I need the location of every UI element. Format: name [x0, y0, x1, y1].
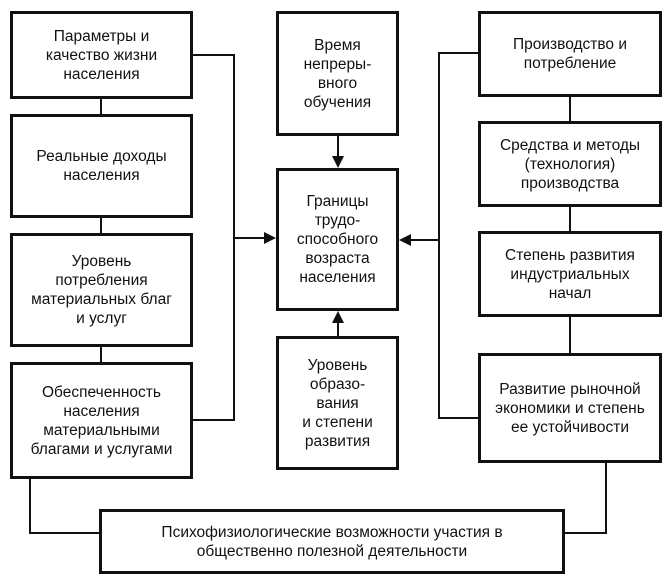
box-industrial-development-label: Степень развития индустриальных начал: [505, 246, 635, 302]
box-market-economy: Развитие рыночной экономики и степень ее…: [478, 353, 662, 463]
box-consumption-level-label: Уровень потребления материальных благ и …: [31, 253, 172, 327]
bottom-right-connector: [565, 463, 607, 534]
left-bracket: [193, 54, 235, 421]
box-goods-provision-label: Обеспеченность населения материальными б…: [30, 383, 173, 458]
box-consumption-level: Уровень потребления материальных благ и …: [10, 233, 193, 347]
right-bracket: [438, 52, 478, 419]
box-education-level-label: Уровень образо- вания и степени развития: [302, 356, 373, 450]
box-working-age-boundaries-label: Границы трудо- способного возраста насел…: [296, 193, 379, 286]
box-production-consumption-label: Производство и потребление: [512, 36, 628, 72]
box-education-level: Уровень образо- вания и степени развития: [276, 336, 399, 470]
box-industrial-development: Степень развития индустриальных начал: [478, 231, 662, 317]
box-real-income-label: Реальные доходы населения: [36, 148, 167, 184]
box-production-technology-label: Средства и методы (технология) производс…: [499, 136, 641, 192]
box-goods-provision: Обеспеченность населения материальными б…: [10, 362, 193, 479]
box-production-technology: Средства и методы (технология) производс…: [478, 121, 662, 207]
box-real-income: Реальные доходы населения: [10, 114, 193, 218]
box-psychophysiological-capacity: Психофизиологические возможности участия…: [99, 509, 565, 574]
box-market-economy-label: Развитие рыночной экономики и степень ее…: [495, 380, 645, 436]
bottom-left-connector: [29, 479, 99, 534]
box-psychophysiological-capacity-label: Психофизиологические возможности участия…: [161, 523, 503, 560]
box-quality-of-life-label: Параметры и качество жизни населения: [45, 27, 158, 83]
box-continuous-education-time: Время непреры- вного обучения: [276, 11, 399, 136]
box-production-consumption: Производство и потребление: [478, 11, 662, 97]
box-working-age-boundaries: Границы трудо- способного возраста насел…: [276, 168, 399, 311]
box-continuous-education-time-label: Время непреры- вного обучения: [303, 36, 372, 111]
box-quality-of-life: Параметры и качество жизни населения: [10, 11, 193, 99]
